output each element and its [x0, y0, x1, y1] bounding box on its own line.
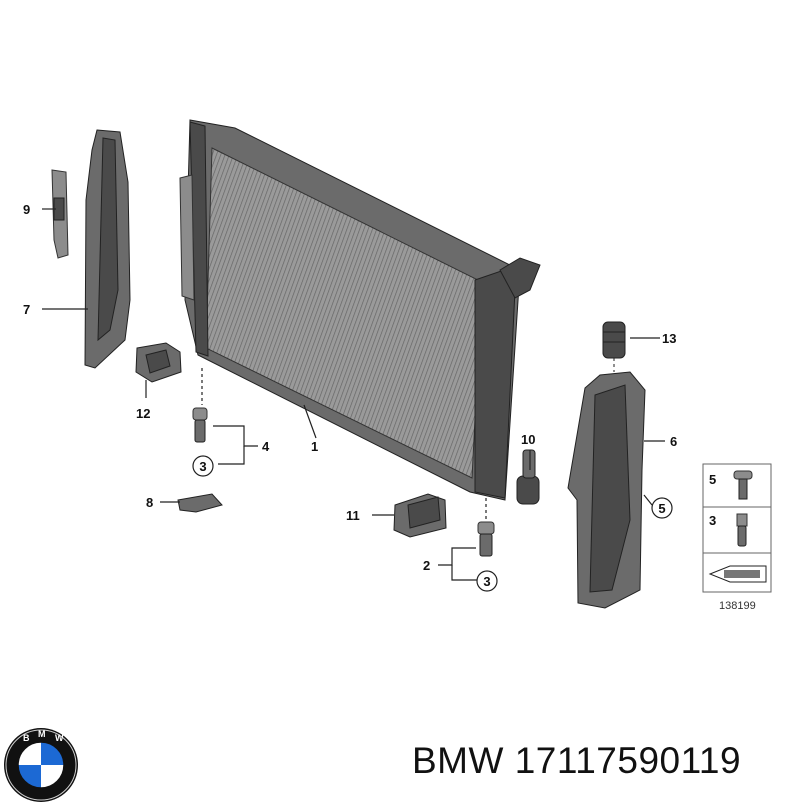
- callout-5-side: 5: [651, 497, 673, 519]
- arrow-icon: [708, 565, 767, 583]
- callout-2: 2: [423, 558, 430, 573]
- cap-part: [602, 321, 626, 372]
- callout-labels: 1 2 4 6 7 8 9 10 11 12 13: [23, 202, 677, 573]
- part-caption: BMW 17117590119: [412, 740, 741, 782]
- callout-9: 9: [23, 202, 30, 217]
- legend-item-5: 5: [709, 472, 716, 487]
- leader-lines: [42, 208, 665, 581]
- svg-text:W: W: [55, 733, 64, 743]
- callout-7: 7: [23, 302, 30, 317]
- callout-6: 6: [670, 434, 677, 449]
- clip-part: [177, 493, 223, 513]
- svg-text:3: 3: [483, 574, 490, 589]
- pin-icon: [736, 513, 748, 547]
- callout-12: 12: [136, 406, 150, 421]
- side-duct-part: [567, 371, 646, 609]
- reference-number: 138199: [719, 600, 756, 612]
- callout-8: 8: [146, 495, 153, 510]
- svg-text:B: B: [23, 733, 30, 743]
- brand-name: BMW: [412, 740, 504, 781]
- bmw-logo-icon: B M W: [4, 728, 78, 802]
- fastener-legend: 5 3: [702, 463, 772, 593]
- callout-4: 4: [262, 439, 270, 454]
- svg-text:5: 5: [658, 501, 665, 516]
- mount-bracket-part: [393, 493, 447, 538]
- screw-icon: [733, 470, 753, 500]
- part-number: 17117590119: [514, 740, 742, 781]
- callout-3-lower: 3: [476, 570, 498, 592]
- air-duct-part: [84, 129, 131, 369]
- callout-10: 10: [521, 432, 535, 447]
- svg-text:M: M: [38, 729, 46, 739]
- holder-part: [135, 342, 182, 383]
- svg-text:3: 3: [199, 459, 206, 474]
- callout-1: 1: [311, 439, 318, 454]
- pin-lower-part: [477, 498, 495, 557]
- pin-upper-part: [192, 368, 208, 443]
- legend-item-3: 3: [709, 513, 716, 528]
- callout-11: 11: [346, 508, 360, 523]
- rubber-mount-part: [516, 449, 540, 505]
- callout-3-upper: 3: [192, 455, 214, 477]
- radiator-part: [179, 119, 541, 501]
- bracket-part: [51, 169, 69, 259]
- callout-13: 13: [662, 331, 676, 346]
